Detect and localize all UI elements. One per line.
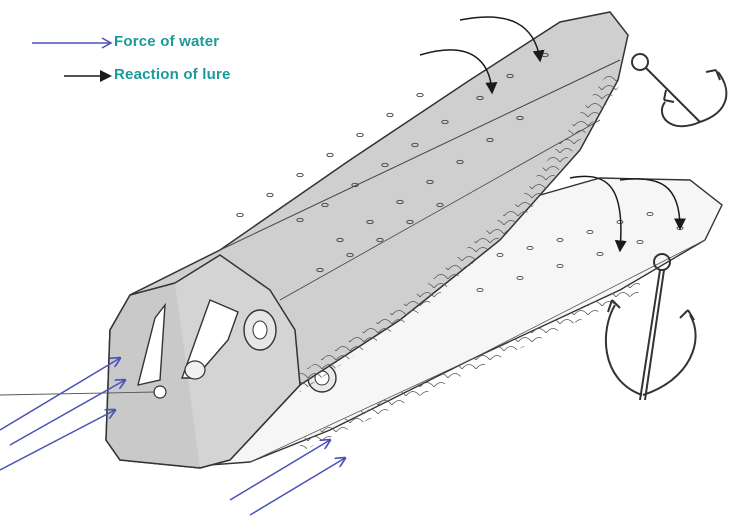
- treble-hook-top: [631, 53, 728, 128]
- lure-reaction-arrows: [419, 16, 686, 253]
- legend-water-label: Force of water: [114, 33, 220, 50]
- fishing-line: [0, 391, 156, 396]
- legend-force-of-water: Force of water: [30, 33, 219, 50]
- lure-body: [105, 11, 629, 469]
- treble-hook-bottom: [605, 253, 697, 401]
- legend-lure-label: Reaction of lure: [114, 66, 231, 83]
- blue-open-arrow-icon: [32, 36, 113, 49]
- water-force-arrows: [0, 358, 345, 516]
- black-filled-arrow-icon: [64, 69, 112, 82]
- legend-reaction-of-lure: Reaction of lure: [62, 66, 231, 83]
